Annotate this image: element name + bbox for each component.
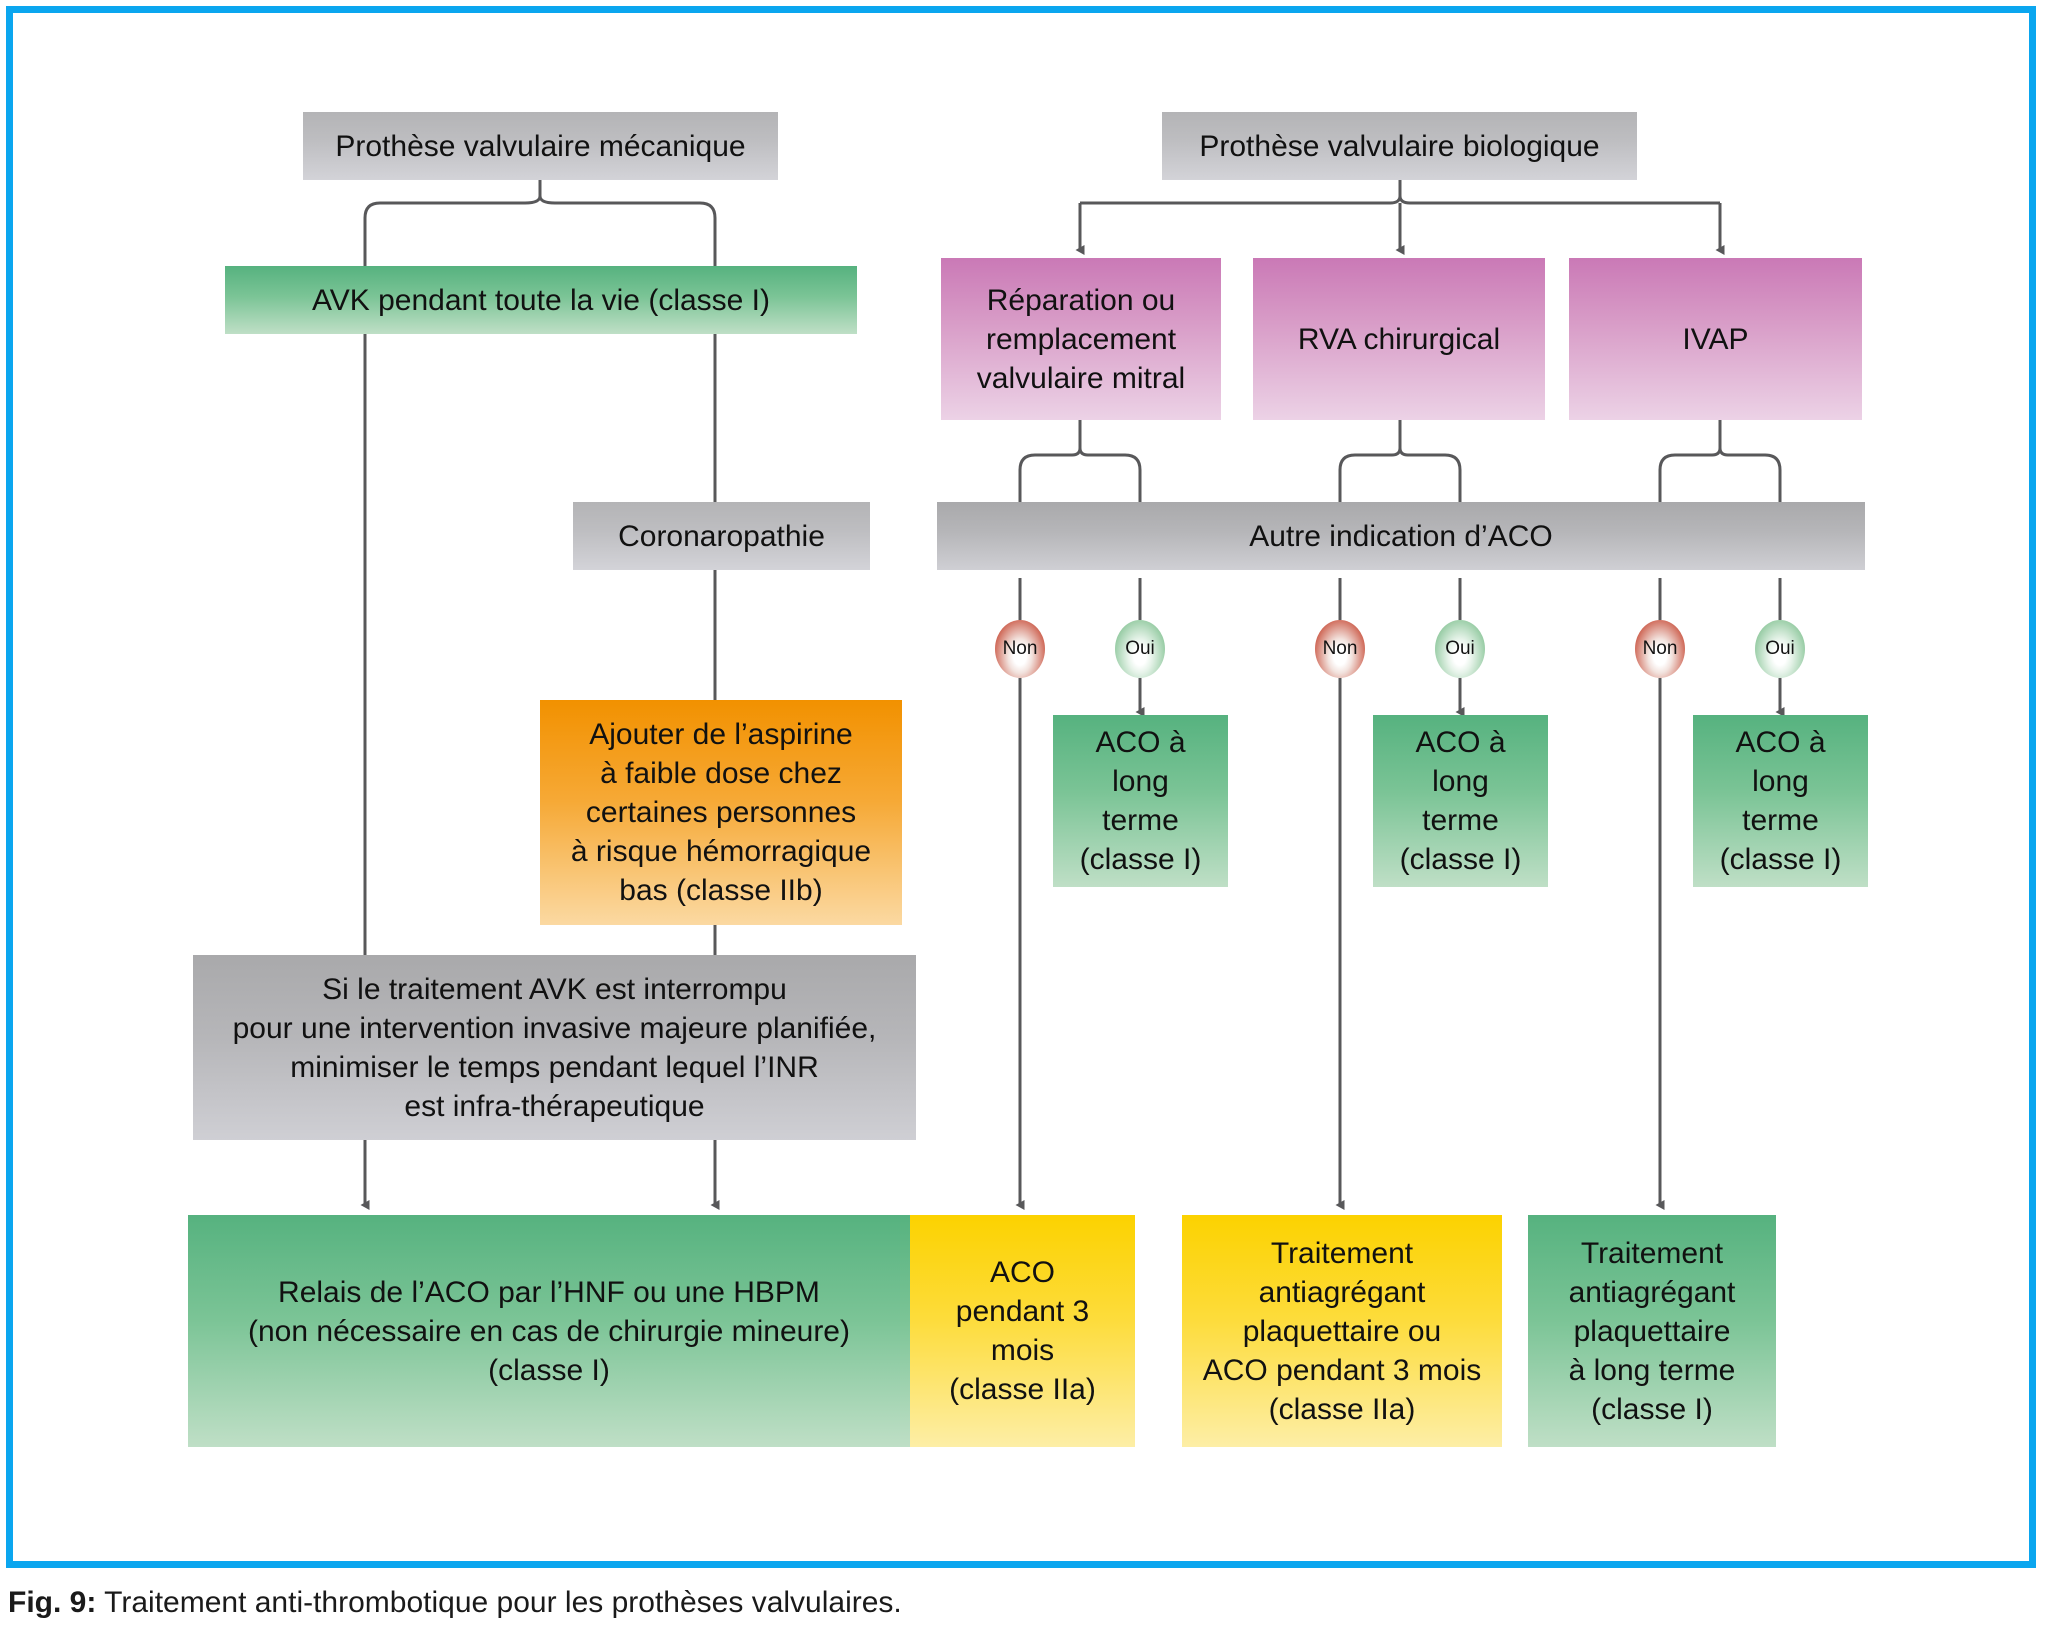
node-label: RVA chirurgical <box>1297 322 1501 356</box>
node-aco-3-mois: ACO pendant 3 mois (classe IIa) <box>910 1215 1135 1447</box>
node-autre-indication: Autre indication d’ACO <box>937 502 1865 570</box>
node-aspirin: Ajouter de l’aspirine à faible dose chez… <box>540 700 902 925</box>
node-antiaggregant-or-aco: Traitement antiagrégant plaquettaire ou … <box>1182 1215 1502 1447</box>
node-mitral-repair: Réparation ou remplacement valvulaire mi… <box>941 258 1221 420</box>
node-biological-root: Prothèse valvulaire biologique <box>1162 112 1637 180</box>
node-mechanical-root: Prothèse valvulaire mécanique <box>303 112 778 180</box>
node-label: Autre indication d’ACO <box>1249 519 1553 553</box>
badge-label: Non <box>1642 638 1678 659</box>
node-label: AVK pendant toute la vie (classe I) <box>311 283 771 317</box>
badge-label: Non <box>1322 638 1358 659</box>
node-label: Prothèse valvulaire biologique <box>1199 129 1600 163</box>
badge-non-2: Non <box>1315 620 1365 678</box>
badge-oui-3: Oui <box>1755 620 1805 678</box>
node-label: ACO à long terme (classe I) <box>1399 726 1522 876</box>
badge-non-1: Non <box>995 620 1045 678</box>
node-relais-aco: Relais de l’ACO par l’HNF ou une HBPM (n… <box>188 1215 910 1447</box>
node-label: Traitement antiagrégant plaquettaire ou … <box>1202 1236 1482 1426</box>
node-label: Traitement antiagrégant plaquettaire à l… <box>1568 1236 1736 1426</box>
node-label: Si le traitement AVK est interrompu pour… <box>232 972 877 1123</box>
badge-oui-1: Oui <box>1115 620 1165 678</box>
node-antiaggregant-long: Traitement antiagrégant plaquettaire à l… <box>1528 1215 1776 1447</box>
node-inr-warning: Si le traitement AVK est interrompu pour… <box>193 955 916 1140</box>
node-rva-surgical: RVA chirurgical <box>1253 258 1545 420</box>
node-aco-long-2: ACO à long terme (classe I) <box>1373 715 1548 887</box>
node-label: Coronaropathie <box>618 519 825 553</box>
node-label: Ajouter de l’aspirine à faible dose chez… <box>570 718 872 907</box>
node-aco-long-3: ACO à long terme (classe I) <box>1693 715 1868 887</box>
badge-oui-2: Oui <box>1435 620 1485 678</box>
node-aco-long-1: ACO à long terme (classe I) <box>1053 715 1228 887</box>
badge-non-3: Non <box>1635 620 1685 678</box>
badge-label: Oui <box>1445 638 1475 659</box>
node-ivap: IVAP <box>1569 258 1862 420</box>
node-label: Prothèse valvulaire mécanique <box>335 129 746 163</box>
node-label: ACO à long terme (classe I) <box>1719 726 1842 876</box>
figure-label: Fig. 9: <box>8 1586 97 1619</box>
badge-label: Oui <box>1125 638 1155 659</box>
node-label: ACO à long terme (classe I) <box>1079 726 1202 876</box>
flowchart-canvas: Prothèse valvulaire mécanique Prothèse v… <box>188 112 1868 1447</box>
node-coronaropathie: Coronaropathie <box>573 502 870 570</box>
badge-label: Oui <box>1765 638 1795 659</box>
node-label: Réparation ou remplacement valvulaire mi… <box>976 283 1186 395</box>
node-label: IVAP <box>1682 322 1749 356</box>
node-label: Relais de l’ACO par l’HNF ou une HBPM (n… <box>248 1275 850 1387</box>
node-label: ACO pendant 3 mois (classe IIa) <box>949 1256 1096 1406</box>
figure-caption-text: Traitement anti-thrombotique pour les pr… <box>104 1586 902 1619</box>
figure-caption: Fig. 9: Traitement anti-thrombotique pou… <box>8 1586 2038 1620</box>
node-avk-lifelong: AVK pendant toute la vie (classe I) <box>225 266 857 334</box>
badge-label: Non <box>1002 638 1038 659</box>
